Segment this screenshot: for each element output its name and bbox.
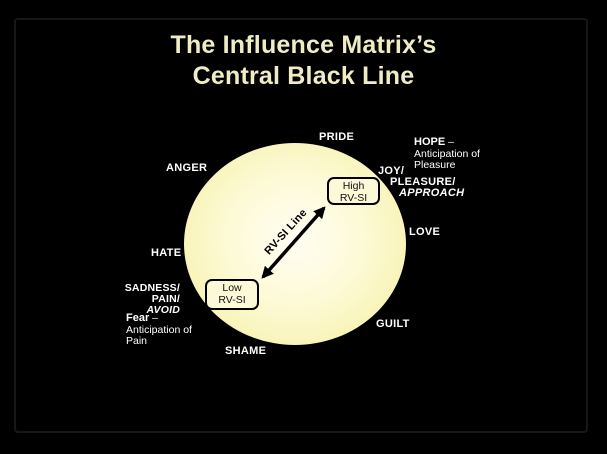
title-line-2: Central Black Line xyxy=(192,62,415,90)
label-joy: JOY/ xyxy=(378,165,405,177)
low-box-line-2: RV-SI xyxy=(218,294,246,306)
hope-title-line: HOPE – xyxy=(414,136,480,149)
title-line-1: The Influence Matrix’s xyxy=(170,31,437,59)
low-rv-si-box: Low RV-SI xyxy=(205,279,259,310)
label-pride: PRIDE xyxy=(319,131,355,143)
label-hate: HATE xyxy=(151,247,182,259)
low-box-line-1: Low xyxy=(222,282,242,294)
fear-line-3: Pain xyxy=(126,335,148,347)
high-box-line-1: High xyxy=(342,180,365,192)
high-box-line-2: RV-SI xyxy=(339,192,368,204)
sadness-block: SADNESS/ PAIN/ AVOID xyxy=(90,283,180,316)
high-rv-si-box: High RV-SI xyxy=(327,177,380,205)
hope-line-2: Anticipation of xyxy=(414,147,480,160)
fear-line-2: Anticipation of xyxy=(126,323,192,336)
hope-dash: – xyxy=(448,136,454,148)
hope-block: HOPE – Anticipation of Pleasure xyxy=(414,136,480,172)
hope-title: HOPE xyxy=(414,136,446,148)
sadness-line-3: AVOID xyxy=(146,304,180,316)
sadness-line-2: PAIN/ xyxy=(151,293,180,305)
influence-matrix-circle xyxy=(184,143,406,345)
label-pleasure: PLEASURE/ xyxy=(390,176,456,188)
slide-title: The Influence Matrix’s Central Black Lin… xyxy=(0,30,607,92)
fear-block: Fear – Anticipation of Pain xyxy=(126,312,192,348)
fear-dash: – xyxy=(152,312,159,324)
label-guilt: GUILT xyxy=(376,318,410,330)
label-shame: SHAME xyxy=(225,345,267,357)
fear-title-line: Fear – xyxy=(126,312,192,325)
fear-title: Fear xyxy=(126,312,150,324)
hope-line-3: Pleasure xyxy=(414,159,456,171)
label-anger: ANGER xyxy=(166,162,208,174)
sadness-line-1: SADNESS/ xyxy=(124,282,180,294)
label-approach: APPROACH xyxy=(399,187,465,199)
label-love: LOVE xyxy=(409,226,441,238)
